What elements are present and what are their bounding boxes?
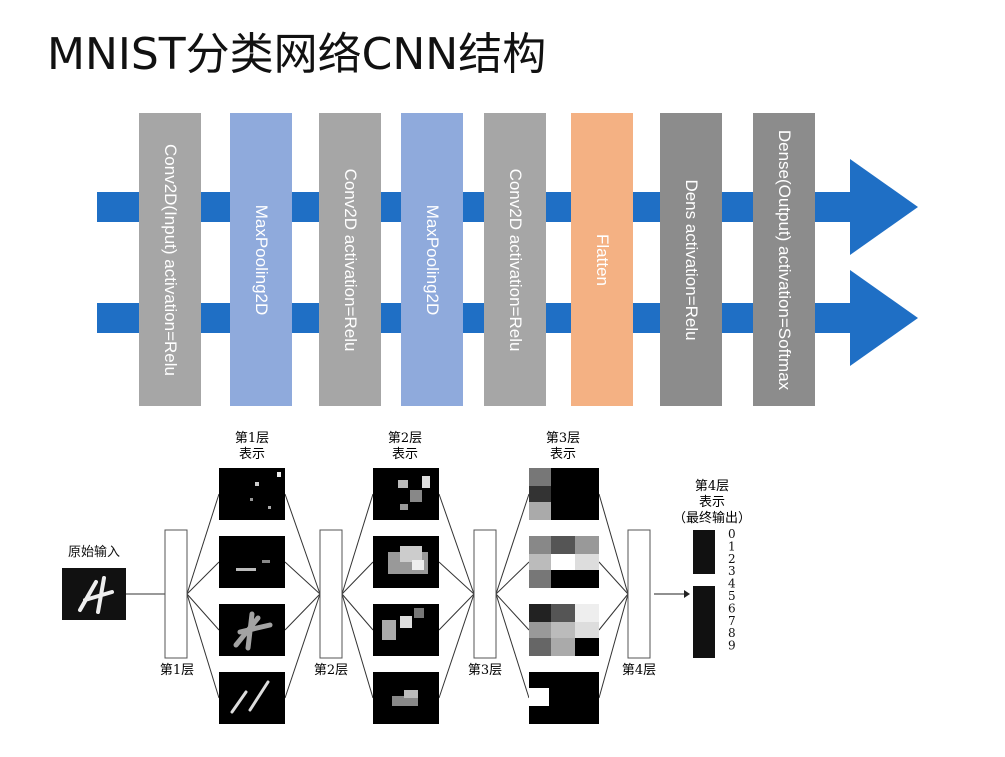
connection-line	[186, 593, 220, 699]
layer-label-4: 第4层	[622, 663, 656, 678]
layer4-box	[627, 529, 651, 659]
input-label: 原始输入	[68, 544, 120, 560]
layer-label: MaxPooling2D	[252, 204, 271, 315]
digit-label: 3	[728, 564, 736, 578]
layer-block-dense-output: Dense(Output) activation=Softmax	[753, 113, 815, 406]
digit-label: 5	[728, 589, 736, 603]
arrow-shaft-2	[97, 303, 852, 333]
layer-label-3: 第3层	[468, 663, 502, 678]
connection-line	[341, 593, 374, 631]
page-title: MNIST分类网络CNN结构	[47, 29, 547, 80]
layer-block-maxpooling-2: MaxPooling2D	[401, 113, 463, 406]
connection-line	[438, 593, 475, 699]
layer3-title-2: 表示	[550, 447, 576, 462]
layer1-title-2: 表示	[239, 447, 265, 462]
connection-line	[341, 561, 374, 595]
connection-line	[438, 561, 475, 595]
connection-lines	[126, 493, 629, 699]
digit-label: 4	[728, 577, 736, 591]
arrow-head-1	[850, 159, 918, 255]
connection-line	[495, 561, 530, 595]
layer-label: Dens activation=Relu	[682, 178, 701, 341]
connection-line	[186, 561, 220, 595]
layer3-box	[473, 529, 497, 659]
layer-block-maxpooling-1: MaxPooling2D	[230, 113, 292, 406]
connection-line	[284, 493, 321, 595]
arrow-shaft-1	[97, 192, 852, 222]
layer2-title-2: 表示	[392, 447, 418, 462]
layer-label-2: 第2层	[314, 663, 348, 678]
output-vector	[654, 530, 715, 658]
layer-block-conv2d-3: Conv2D activation=Relu	[484, 113, 546, 406]
connection-line	[438, 493, 475, 595]
connection-line	[598, 593, 629, 631]
layer-block-conv2d-2: Conv2D activation=Relu	[319, 113, 381, 406]
layer3-title-1: 第3层	[546, 431, 580, 446]
connection-line	[438, 593, 475, 631]
layer-label: Conv2D activation=Relu	[341, 168, 360, 351]
connection-line	[495, 593, 530, 699]
layer-block-conv2d-input: Conv2D(Input) activation=Relu	[139, 113, 201, 406]
input-digit-image	[62, 568, 126, 620]
connection-line	[186, 493, 220, 595]
connection-line	[284, 593, 321, 631]
connection-line	[495, 493, 530, 595]
layer-label: Flatten	[593, 233, 612, 286]
representation-figure: 原始输入 第1层 表示 第2层 表示 第3层 表示 第4层 表示 （最终输出） …	[62, 431, 751, 724]
layer2-box	[319, 529, 343, 659]
connection-line	[598, 561, 629, 595]
layer-label: MaxPooling2D	[423, 204, 442, 315]
layer1-box	[164, 529, 188, 659]
layer4-title-1: 第4层	[695, 479, 729, 494]
digit-label: 0	[728, 527, 736, 541]
layer-block-dense: Dens activation=Relu	[660, 113, 722, 406]
connection-line	[598, 493, 629, 595]
layer2-title-1: 第2层	[388, 431, 422, 446]
layer-label: Conv2D activation=Relu	[506, 168, 525, 351]
connection-line	[284, 561, 321, 595]
layer-label: Dense(Output) activation=Softmax	[775, 129, 794, 390]
digit-label: 7	[728, 614, 736, 628]
connection-line	[186, 593, 220, 631]
layer-label: Conv2D(Input) activation=Relu	[161, 143, 180, 376]
digit-label: 6	[728, 601, 736, 615]
connection-line	[284, 593, 321, 699]
layer4-title-3: （最终输出）	[673, 510, 751, 526]
layer4-title-2: 表示	[699, 495, 725, 510]
digit-label: 9	[728, 639, 736, 653]
connection-line	[598, 593, 629, 699]
connection-line	[495, 593, 530, 631]
connection-line	[341, 593, 374, 699]
layer1-feature-maps	[219, 468, 285, 724]
layer1-title-1: 第1层	[235, 431, 269, 446]
layer-label-1: 第1层	[160, 663, 194, 678]
layer3-feature-maps	[529, 468, 599, 724]
digit-label: 2	[728, 552, 736, 566]
layer-block-flatten: Flatten	[571, 113, 633, 406]
digit-label: 1	[728, 539, 736, 553]
flow-arrows	[97, 159, 918, 366]
connection-line	[341, 493, 374, 595]
digit-label: 8	[728, 626, 736, 640]
arrow-head-2	[850, 270, 918, 366]
layer2-feature-maps	[373, 468, 439, 724]
